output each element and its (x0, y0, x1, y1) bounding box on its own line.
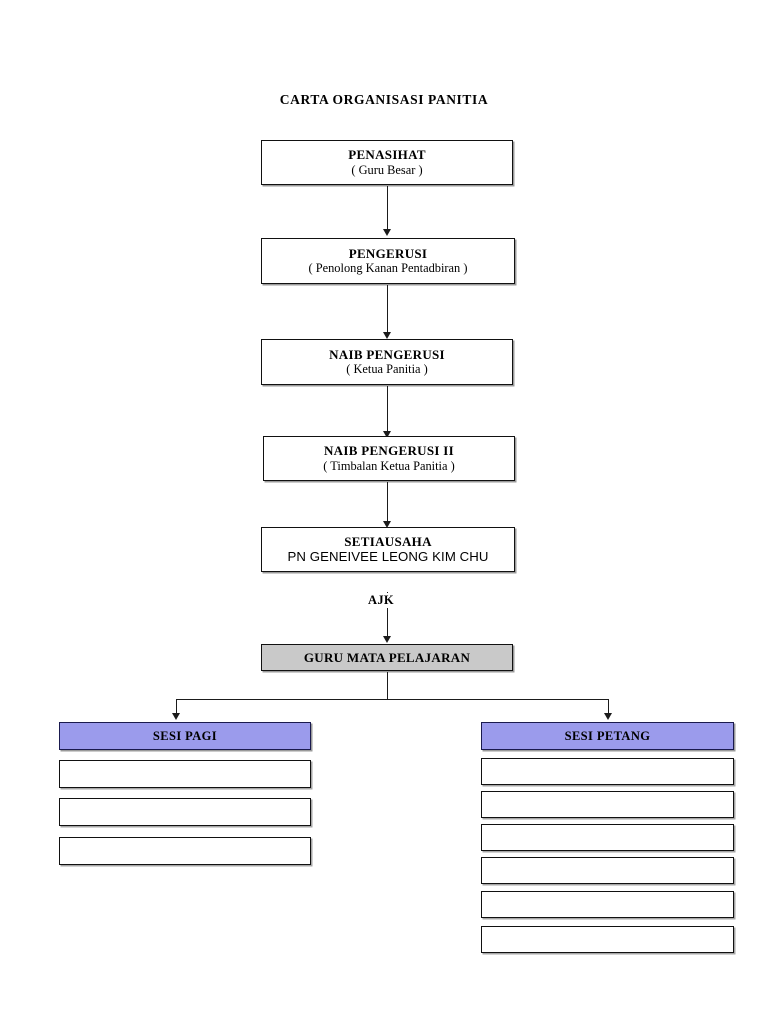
node-naib-pengerusi-2-title: NAIB PENGERUSI II (323, 443, 455, 459)
node-setiausaha-title: SETIAUSAHA (344, 533, 432, 549)
node-pengerusi-subtitle: ( Penolong Kanan Pentadbiran ) (308, 261, 468, 276)
sesi-pagi-member-box[interactable] (59, 837, 311, 865)
connector-penasihat-pengerusi (386, 186, 388, 232)
connector-pengerusi-naib (386, 285, 388, 337)
node-naib-pengerusi-2-subtitle: ( Timbalan Ketua Panitia ) (323, 458, 455, 473)
sesi-pagi-member-box[interactable] (59, 798, 311, 826)
node-naib-pengerusi-title: NAIB PENGERUSI (329, 346, 445, 362)
node-naib-pengerusi[interactable]: NAIB PENGERUSI ( Ketua Panitia ) (261, 339, 513, 385)
arrowhead-pengerusi (382, 229, 391, 236)
node-penasihat-title: PENASIHAT (348, 147, 426, 163)
sesi-petang-member-box[interactable] (481, 791, 734, 818)
sesi-petang-member-box[interactable] (481, 891, 734, 918)
sesi-pagi-label: SESI PAGI (152, 728, 218, 743)
connector-split-right (607, 699, 609, 715)
sesi-petang-member-box[interactable] (481, 824, 734, 851)
edge-label-ajk: AJK (365, 593, 397, 608)
node-naib-pengerusi-2[interactable]: NAIB PENGERUSI II ( Timbalan Ketua Panit… (263, 436, 515, 481)
connector-guru-split-bar (176, 699, 609, 701)
node-pengerusi-title: PENGERUSI (348, 245, 428, 261)
connector-split-left (175, 699, 177, 715)
arrowhead-guru-mata-pelajaran (382, 636, 391, 643)
node-pengerusi[interactable]: PENGERUSI ( Penolong Kanan Pentadbiran ) (261, 238, 515, 284)
node-sesi-pagi-header[interactable]: SESI PAGI (59, 722, 311, 750)
connector-setiausaha-guru (386, 592, 388, 640)
node-naib-pengerusi-subtitle: ( Ketua Panitia ) (346, 362, 428, 377)
arrowhead-setiausaha (382, 521, 391, 528)
node-setiausaha[interactable]: SETIAUSAHA PN GENEIVEE LEONG KIM CHU (261, 527, 515, 572)
sesi-pagi-member-box[interactable] (59, 760, 311, 788)
sesi-petang-member-box[interactable] (481, 926, 734, 953)
sesi-petang-member-box[interactable] (481, 857, 734, 884)
connector-guru-split-stem (386, 672, 388, 700)
arrowhead-naib-pengerusi-2 (382, 431, 391, 438)
node-guru-mata-pelajaran-title: GURU MATA PELAJARAN (303, 649, 471, 665)
connector-naib-naib2 (386, 386, 388, 436)
arrowhead-sesi-petang (603, 713, 612, 720)
arrowhead-sesi-pagi (171, 713, 180, 720)
page-title: CARTA ORGANISASI PANITIA (279, 92, 489, 107)
node-sesi-petang-header[interactable]: SESI PETANG (481, 722, 734, 750)
node-setiausaha-subtitle: PN GENEIVEE LEONG KIM CHU (287, 549, 489, 565)
sesi-petang-member-box[interactable] (481, 758, 734, 785)
node-guru-mata-pelajaran[interactable]: GURU MATA PELAJARAN (261, 644, 513, 671)
node-penasihat-subtitle: ( Guru Besar ) (351, 162, 423, 177)
sesi-petang-label: SESI PETANG (564, 728, 651, 743)
arrowhead-naib-pengerusi (382, 332, 391, 339)
node-penasihat[interactable]: PENASIHAT ( Guru Besar ) (261, 140, 513, 185)
connector-naib2-setiausaha (386, 482, 388, 526)
